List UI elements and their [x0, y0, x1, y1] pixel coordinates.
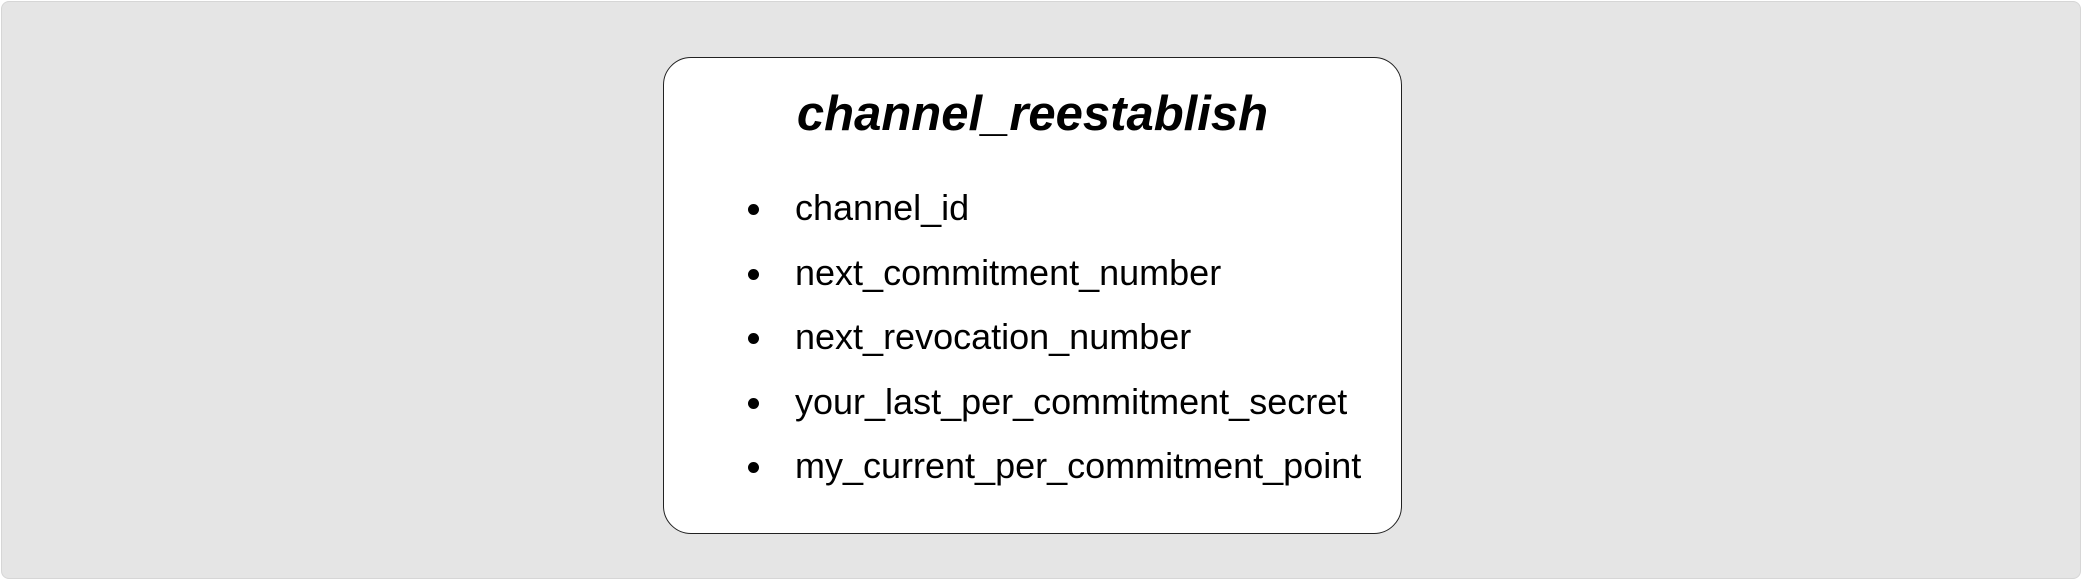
message-title: channel_reestablish	[796, 87, 1269, 141]
field-item: next_revocation_number	[748, 305, 1361, 370]
field-label: channel_id	[795, 187, 970, 228]
field-label: next_revocation_number	[795, 316, 1192, 357]
field-item: my_current_per_commitment_point	[748, 434, 1361, 499]
message-card: channel_reestablish channel_id next_comm…	[663, 57, 1402, 534]
bullet-icon	[748, 204, 759, 215]
field-label: next_commitment_number	[795, 251, 1222, 293]
field-label: my_current_per_commitment_point	[795, 445, 1362, 486]
bullet-icon	[748, 462, 759, 473]
field-list: channel_id next_commitment_number next_r…	[748, 176, 1361, 499]
field-item: your_last_per_commitment_secret	[748, 370, 1361, 435]
bullet-icon	[748, 397, 759, 409]
field-item: channel_id	[748, 176, 1361, 241]
bullet-icon	[748, 268, 759, 280]
field-item: next_commitment_number	[748, 241, 1361, 306]
field-label: your_last_per_commitment_secret	[795, 380, 1348, 422]
bullet-icon	[748, 333, 759, 344]
